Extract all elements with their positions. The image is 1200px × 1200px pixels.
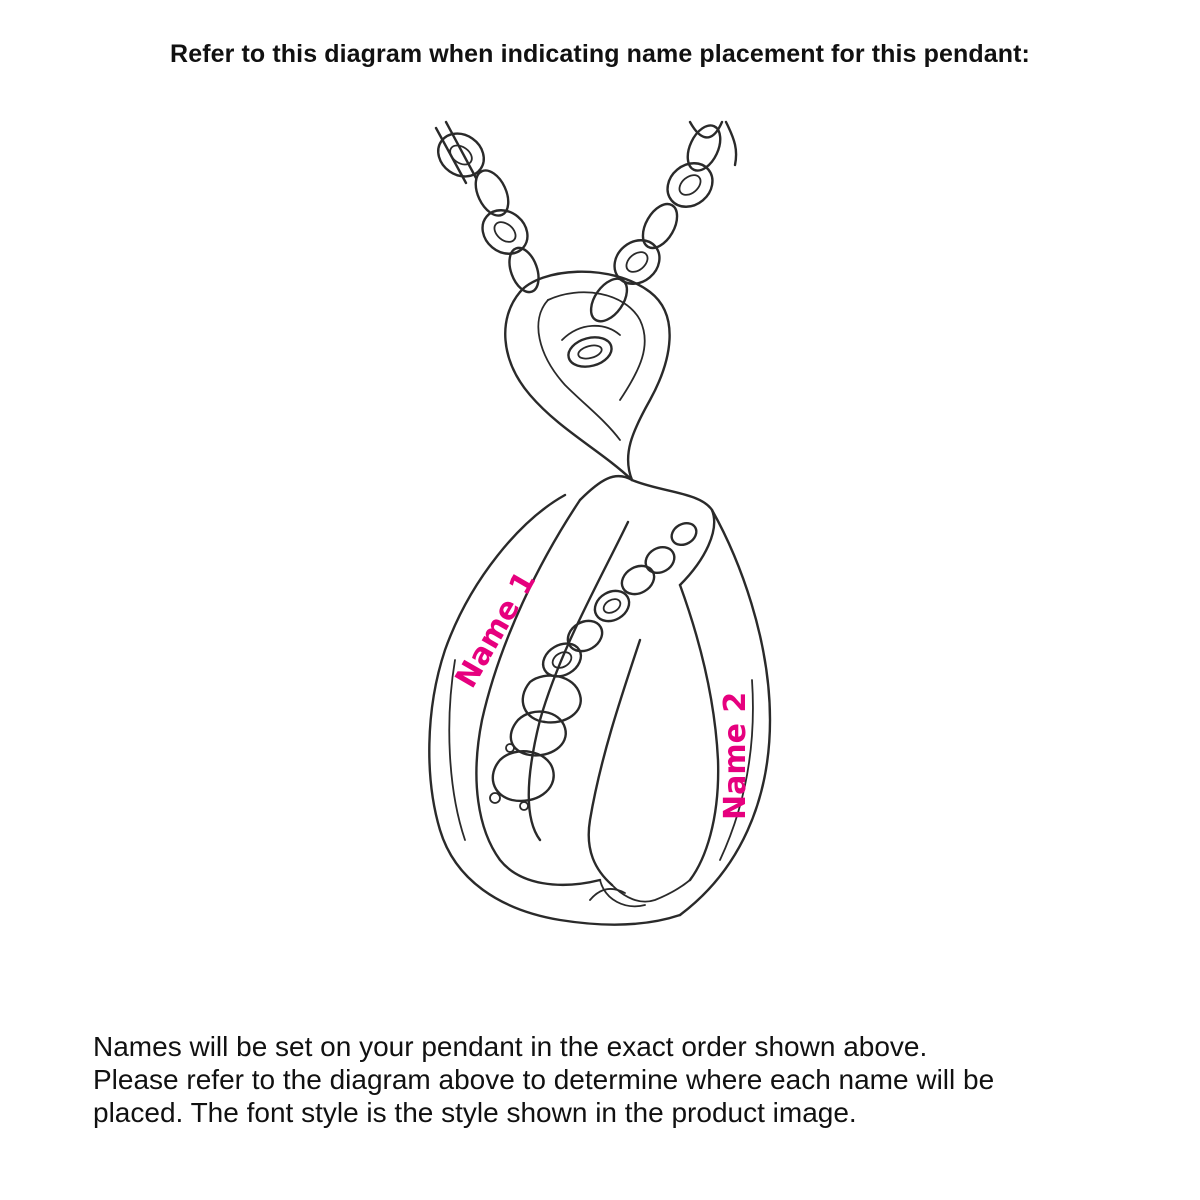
pendant-body xyxy=(428,270,772,926)
left-chain xyxy=(434,120,540,294)
pendant-diagram: Name 1 Name 2 xyxy=(428,120,772,926)
name-1-label: Name 1 xyxy=(449,565,543,694)
name-2-label: Name 2 xyxy=(718,692,753,820)
placement-note: Names will be set on your pendant in the… xyxy=(93,1030,1153,1129)
page-heading: Refer to this diagram when indicating na… xyxy=(170,40,1030,68)
pendant-bail xyxy=(561,324,621,368)
note-line-2: Please refer to the diagram above to det… xyxy=(93,1064,995,1095)
pendant-stones xyxy=(489,521,698,811)
right-chain xyxy=(589,120,738,323)
note-line-3: placed. The font style is the style show… xyxy=(93,1097,857,1128)
note-line-1: Names will be set on your pendant in the… xyxy=(93,1031,928,1062)
